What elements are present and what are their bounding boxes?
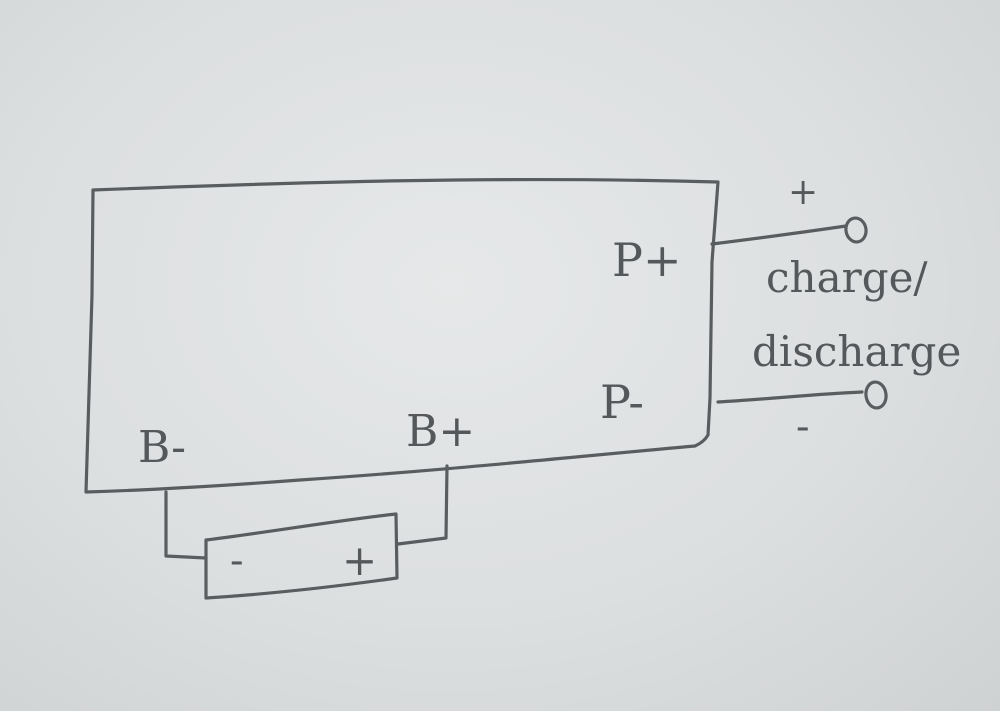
b-plus-battery-wire [396,464,449,546]
p-plus-output-wire [710,224,848,246]
discharge-label: discharge [752,327,961,376]
charge-label: charge/ [766,253,928,302]
negative-output-terminal [864,380,888,410]
b-minus-label: B- [138,422,186,473]
b-plus-label: B+ [406,406,475,457]
output-plus-label: + [788,172,818,213]
battery-cell [204,512,399,600]
p-plus-label: P+ [612,233,682,287]
output-minus-label: - [796,404,810,450]
p-minus-label: P- [600,375,644,429]
cell-plus-label: + [342,536,377,585]
b-minus-battery-wire [164,490,208,560]
cell-minus-label: - [230,538,244,584]
p-minus-output-wire [716,390,864,404]
protection-board-box [84,177,720,494]
positive-output-terminal [844,216,868,244]
